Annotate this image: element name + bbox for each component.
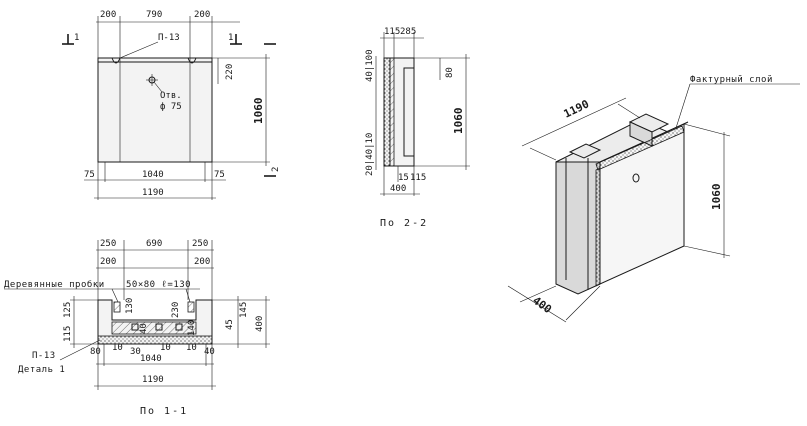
iso-width-dim: 1190	[562, 97, 592, 120]
hole-label-1: Отв.	[160, 91, 182, 101]
plan-block	[155, 323, 163, 331]
front-bottom-dim-2: 1040	[142, 170, 164, 180]
front-callout-p13: П-13	[158, 33, 180, 43]
plan-facing-layer	[97, 335, 213, 345]
plan-insulation	[111, 321, 197, 335]
iso-width-dim-line	[521, 97, 627, 147]
plan-inner-dim-1: 130	[125, 298, 135, 314]
iso-depth-dim: 400	[530, 294, 554, 316]
plan-bottom-small-6: 40	[204, 347, 215, 357]
front-top-dim-2: 790	[146, 10, 162, 20]
iso-hole	[632, 173, 640, 183]
plan-left-dim-1: 115	[63, 326, 73, 342]
side-right-top-dim: 80	[445, 67, 455, 78]
iso-left-face	[555, 151, 601, 295]
plan-depth-dim: 400	[255, 316, 265, 332]
iso-ext-line	[683, 123, 731, 137]
iso-height-dim: 1060	[710, 184, 723, 211]
side-view-title: По 2-2	[380, 218, 428, 229]
plan-bottom-small-2: 10	[112, 343, 123, 353]
front-small-right-dim: 220	[225, 64, 235, 80]
iso-facing-layer	[595, 125, 685, 171]
iso-ext-line	[617, 103, 641, 119]
plan-note-leader	[111, 288, 119, 303]
wood-plug-left	[113, 301, 121, 313]
wood-plug-right	[187, 301, 195, 313]
plan-block	[175, 323, 183, 331]
plan-inner-dim-3: 40	[139, 323, 149, 334]
plan-note-size: 50×80 ℓ=130	[126, 280, 191, 290]
iso-ext-line	[519, 285, 557, 303]
side-height-dim: 1060	[452, 108, 465, 135]
plan-right-dim-1: 45	[225, 319, 235, 330]
section-mark-left-num: 1	[74, 33, 79, 43]
iso-facing-edge	[595, 167, 601, 287]
front-bottom-dim-3: 75	[214, 170, 225, 180]
section2-mark-num: 2	[271, 167, 281, 172]
iso-ext-line	[529, 147, 557, 161]
plan-bottom-small-5: 10	[186, 343, 197, 353]
plan-inner-dim-2: 230	[171, 302, 181, 318]
side-insulation	[389, 57, 395, 167]
front-overall-dim: 1190	[142, 188, 164, 198]
iso-depth-dim-line	[507, 285, 567, 323]
iso-ext-line	[565, 285, 601, 321]
plan-view-title: По 1-1	[140, 406, 188, 417]
plan-top-dim-5: 200	[194, 257, 210, 267]
front-top-dim-1: 200	[100, 10, 116, 20]
section-mark-right-num: 1	[228, 33, 233, 43]
plan-view: 250 690 250 200 200 Деревянные пробки 50…	[4, 239, 270, 417]
iso-corner-top	[568, 143, 602, 159]
side-bottom-small-1: 15	[398, 173, 409, 183]
front-panel	[97, 57, 213, 163]
side-top-dim-1: 115	[384, 27, 400, 37]
plan-callout-detail: Деталь 1	[18, 365, 65, 375]
iso-view: 1190 1060 400 Фактурный слой	[507, 75, 800, 323]
plan-top-dim-2: 690	[146, 239, 162, 249]
plan-note: Деревянные пробки	[4, 279, 105, 290]
front-view: 200 790 200 1 1 П-13 Отв. ф 75 1060 220	[62, 10, 281, 200]
plan-bottom-small-3: 30	[130, 347, 141, 357]
side-view: 115 285 40|100 20|40|10 80 1060 15 115 4…	[365, 27, 470, 229]
hole-label-2: ф 75	[160, 102, 182, 112]
plan-top-dim-4: 200	[100, 257, 116, 267]
hole-leader	[153, 81, 163, 93]
front-top-dim-3: 200	[194, 10, 210, 20]
plan-inner-width: 1040	[140, 354, 162, 364]
side-bottom-small-2: 115	[410, 173, 426, 183]
plan-block	[131, 323, 139, 331]
plan-left-dim-2: 125	[63, 302, 73, 318]
plan-callout-leader	[59, 339, 101, 361]
plan-right-dim-2: 145	[239, 302, 249, 318]
side-left-bottom-dim: 20|40|10	[365, 133, 375, 176]
lifting-loop-left	[111, 57, 121, 64]
iso-note-leader	[675, 83, 691, 129]
lifting-loop-right	[187, 57, 197, 64]
iso-ext-line	[683, 245, 731, 257]
iso-note: Фактурный слой	[690, 75, 773, 85]
side-left-top-dim: 40|100	[365, 49, 375, 82]
plan-top-dim-1: 250	[100, 239, 116, 249]
front-callout-leader	[119, 41, 159, 59]
plan-inner-dim-4: 140	[187, 320, 197, 336]
side-width-dim: 400	[390, 184, 406, 194]
plan-overall-width: 1190	[142, 375, 164, 385]
side-facing-layer	[383, 57, 391, 167]
front-bottom-dim-1: 75	[84, 170, 95, 180]
front-height-dim: 1060	[252, 98, 265, 125]
plan-bottom-small-4: 10	[160, 343, 171, 353]
plan-note-leader	[185, 288, 191, 303]
plan-bottom-small-1: 80	[90, 347, 101, 357]
side-top-dim-2: 285	[400, 27, 416, 37]
plan-callout-p13: П-13	[32, 351, 56, 361]
plan-top-dim-3: 250	[192, 239, 208, 249]
